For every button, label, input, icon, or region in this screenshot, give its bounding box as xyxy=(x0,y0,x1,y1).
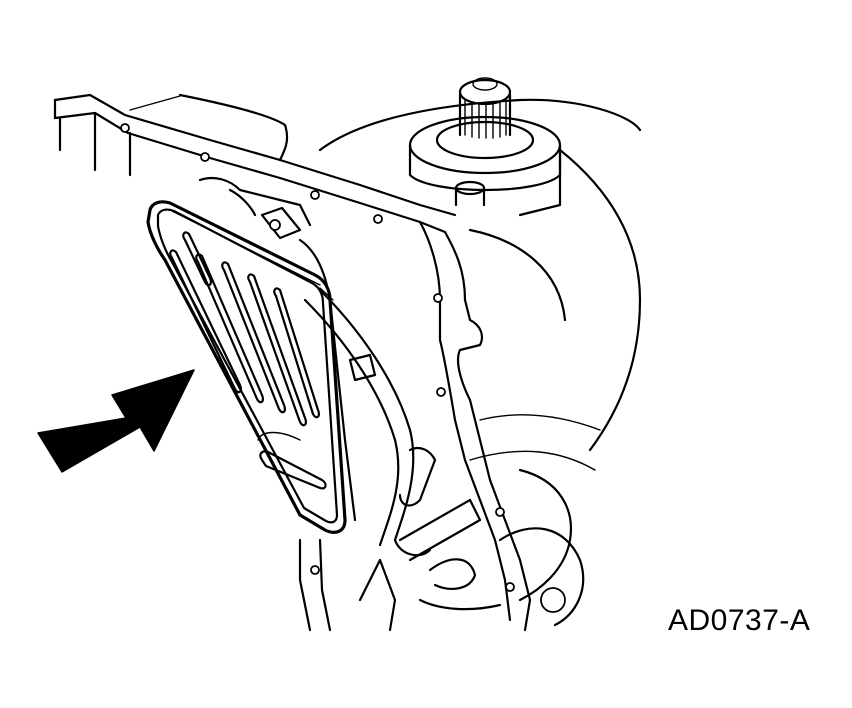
pan-rail-flange xyxy=(53,93,457,234)
side-flange xyxy=(418,220,532,632)
filter-tube xyxy=(303,288,502,632)
left-flange xyxy=(198,176,357,632)
output-shaft xyxy=(408,77,562,207)
arrow-pointer-icon xyxy=(37,369,195,473)
transmission-filter xyxy=(146,200,347,534)
figure-code-label: AD0737-A xyxy=(668,604,811,637)
mounting-bracket xyxy=(228,188,302,240)
transmission-case xyxy=(318,98,642,627)
